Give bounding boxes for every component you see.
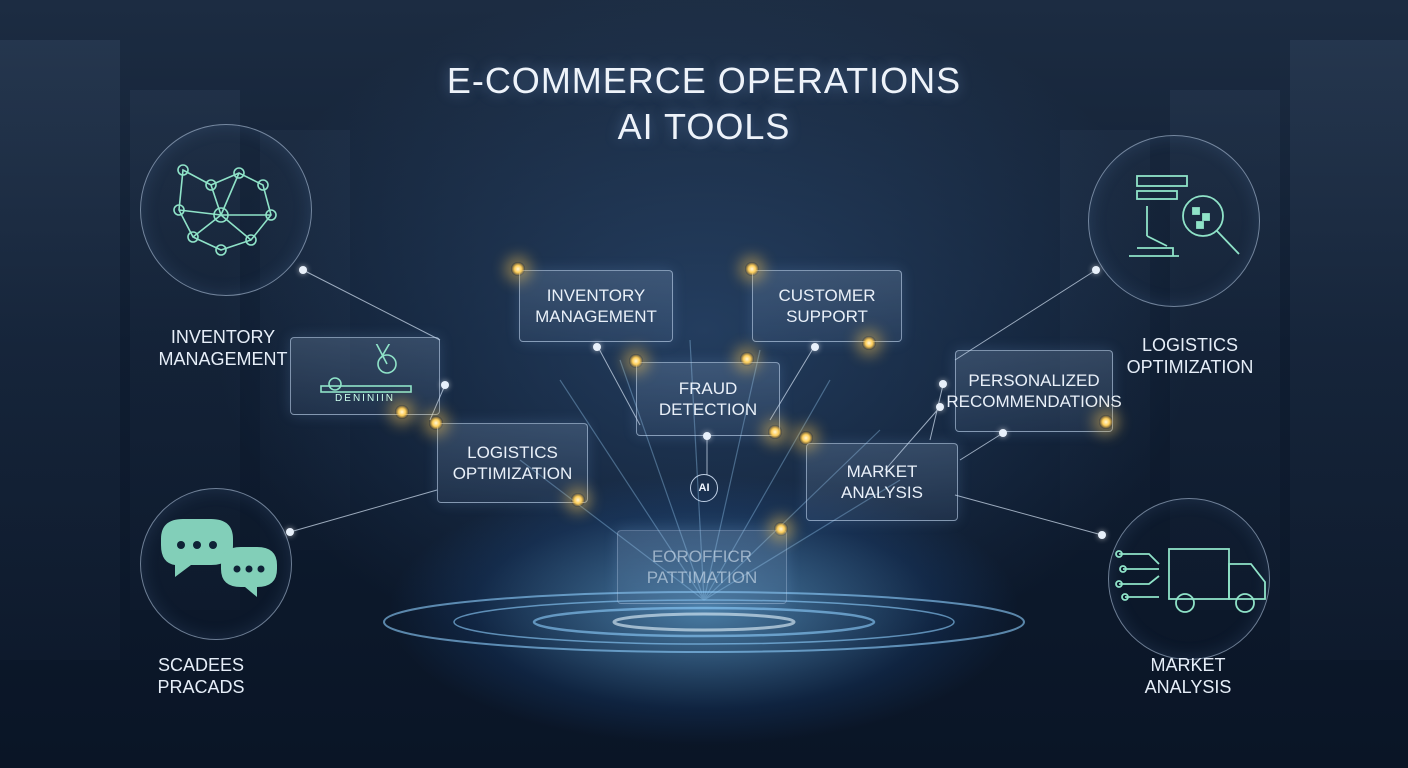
side-label-logistics: LOGISTICS OPTIMIZATION xyxy=(1110,334,1270,378)
side-label-line: OPTIMIZATION xyxy=(1126,357,1254,377)
card-label: SUPPORT xyxy=(786,307,868,326)
page-title-line1: E-COMMERCE OPERATIONS xyxy=(446,60,962,101)
connector-node xyxy=(999,429,1007,437)
side-label-line: MANAGEMENT xyxy=(158,349,288,369)
card-label: PATTIMATION xyxy=(646,568,758,587)
card-label: FRAUD xyxy=(678,379,738,398)
glow-node xyxy=(571,493,585,507)
ai-badge: AI xyxy=(690,474,718,502)
connector-node xyxy=(299,266,307,274)
side-label-line: LOGISTICS xyxy=(1141,335,1239,355)
robot-card-caption: DENINIIN xyxy=(335,392,395,404)
connector-node xyxy=(1092,266,1100,274)
glow-node xyxy=(745,262,759,276)
connector-node xyxy=(703,432,711,440)
card-label: PERSONALIZED xyxy=(968,371,1100,390)
page-title-line2: AI TOOLS xyxy=(617,106,791,147)
card-label: ANALYSIS xyxy=(841,483,923,502)
card-label: EOROFFICR xyxy=(651,547,753,566)
card-personalized-recommendations: PERSONALIZED RECOMMENDATIONS xyxy=(946,350,1122,432)
card-label: MANAGEMENT xyxy=(535,307,657,326)
connector-node xyxy=(1098,531,1106,539)
card-logistics-optimization: LOGISTICS OPTIMIZATION xyxy=(437,423,588,503)
glow-node xyxy=(1099,415,1113,429)
card-label: DETECTION xyxy=(658,400,758,419)
side-label-market: MARKET ANALYSIS xyxy=(1118,654,1258,698)
glow-node xyxy=(774,522,788,536)
connector-node xyxy=(441,381,449,389)
card-label: RECOMMENDATIONS xyxy=(946,392,1122,411)
chat-bubbles-icon xyxy=(140,488,292,640)
glow-node xyxy=(395,405,409,419)
side-label-line: MARKET xyxy=(1150,655,1226,675)
card-inventory-management: INVENTORY MANAGEMENT xyxy=(519,270,673,342)
card-label: CUSTOMER xyxy=(778,286,876,305)
glow-node xyxy=(799,431,813,445)
side-label-scadees: SCADEES PRACADS xyxy=(126,654,276,698)
card-customer-support: CUSTOMER SUPPORT xyxy=(752,270,902,342)
side-label-line: ANALYSIS xyxy=(1144,677,1232,697)
glow-node xyxy=(768,425,782,439)
side-label-line: INVENTORY xyxy=(170,327,276,347)
connector-node xyxy=(939,380,947,388)
robot-arm-card: DENINIIN xyxy=(290,337,440,415)
card-market-analysis: MARKET ANALYSIS xyxy=(806,443,958,521)
card-label: MARKET xyxy=(846,462,918,481)
circuit-truck-icon xyxy=(1108,498,1270,660)
side-label-line: PRACADS xyxy=(157,677,245,697)
card-fraud-detection: FRAUD DETECTION xyxy=(636,362,780,436)
side-label-line: SCADEES xyxy=(157,655,245,675)
glow-node xyxy=(629,354,643,368)
glow-node xyxy=(740,352,754,366)
glow-node xyxy=(429,416,443,430)
card-eorofficr: EOROFFICR PATTIMATION xyxy=(617,530,787,604)
glow-node xyxy=(862,336,876,350)
connector-node xyxy=(593,343,601,351)
connector-node xyxy=(811,343,819,351)
card-label: OPTIMIZATION xyxy=(452,464,573,483)
robot-arm-icon xyxy=(320,343,412,393)
card-label: LOGISTICS xyxy=(467,443,558,462)
side-label-inventory: INVENTORY MANAGEMENT xyxy=(138,326,308,370)
card-label: INVENTORY xyxy=(546,286,646,305)
network-graph-icon xyxy=(140,124,312,296)
robot-arm-magnifier-icon xyxy=(1088,135,1260,307)
connector-node xyxy=(286,528,294,536)
glow-node xyxy=(511,262,525,276)
connector-node xyxy=(936,403,944,411)
